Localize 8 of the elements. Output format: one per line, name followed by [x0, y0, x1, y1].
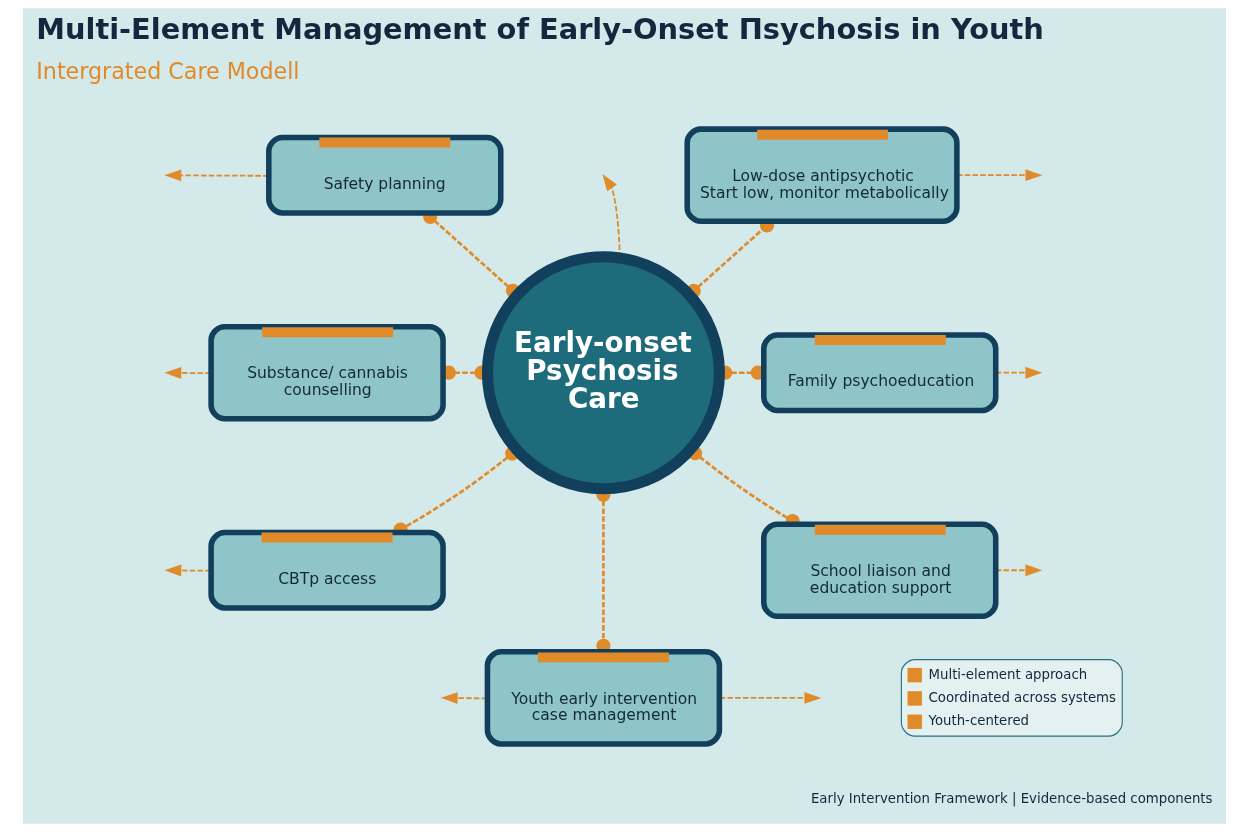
label: Early Intervention Framework | Evidence-based components: [810, 790, 1213, 806]
legend-label: Coordinated across systems: [928, 689, 1116, 705]
node-box: Substance/ cannabis counselling: [207, 323, 446, 422]
label: Intergrated Care Modell: [35, 58, 299, 85]
node-circle: Early-onset Psychosis Care: [481, 251, 725, 495]
legend-label: Youth-centered: [928, 713, 1029, 729]
diagram-title: Multi-Element Management of Early-Onset Пsychosis in Youth: [35, 12, 1044, 47]
legend-label: Multi-element approach: [928, 666, 1087, 682]
